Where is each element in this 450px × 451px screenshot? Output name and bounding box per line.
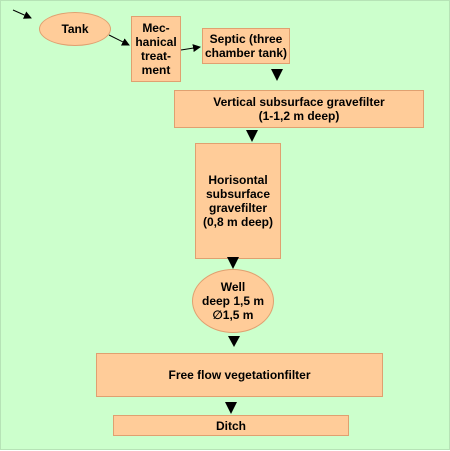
vertical-gravefilter-label: Vertical subsurface gravefilter (1-1,2 m…: [213, 95, 385, 123]
well-node: Well deep 1,5 m ∅1,5 m: [192, 269, 274, 333]
vertical-gravefilter-node: Vertical subsurface gravefilter (1-1,2 m…: [174, 90, 424, 128]
arrow-freeflow-to-ditch: [225, 402, 237, 414]
ditch-node: Ditch: [113, 415, 349, 436]
tank-node: Tank: [39, 12, 111, 46]
mechanical-treatment-label: Mec- hanical treat- ment: [135, 21, 177, 77]
horisontal-gravefilter-label: Horisontal subsurface gravefilter (0,8 m…: [202, 173, 274, 229]
free-flow-vegetationfilter-node: Free flow vegetationfilter: [96, 353, 383, 397]
septic-label: Septic (three chamber tank): [204, 32, 288, 60]
tank-label: Tank: [61, 22, 89, 36]
arrow-tank-to-mechanical: [108, 34, 130, 46]
mechanical-treatment-node: Mec- hanical treat- ment: [131, 16, 181, 82]
septic-node: Septic (three chamber tank): [202, 28, 290, 64]
arrow-mechanical-to-septic: [180, 44, 201, 53]
arrow-into-tank: [12, 9, 32, 19]
arrow-well-to-freeflow: [228, 336, 240, 347]
free-flow-vegetationfilter-label: Free flow vegetationfilter: [168, 368, 311, 382]
well-label: Well deep 1,5 m ∅1,5 m: [201, 280, 265, 322]
arrow-septic-to-vertical: [271, 69, 283, 81]
horisontal-gravefilter-node: Horisontal subsurface gravefilter (0,8 m…: [195, 143, 281, 259]
arrow-vertical-to-horisontal: [246, 130, 258, 142]
ditch-label: Ditch: [216, 418, 246, 433]
